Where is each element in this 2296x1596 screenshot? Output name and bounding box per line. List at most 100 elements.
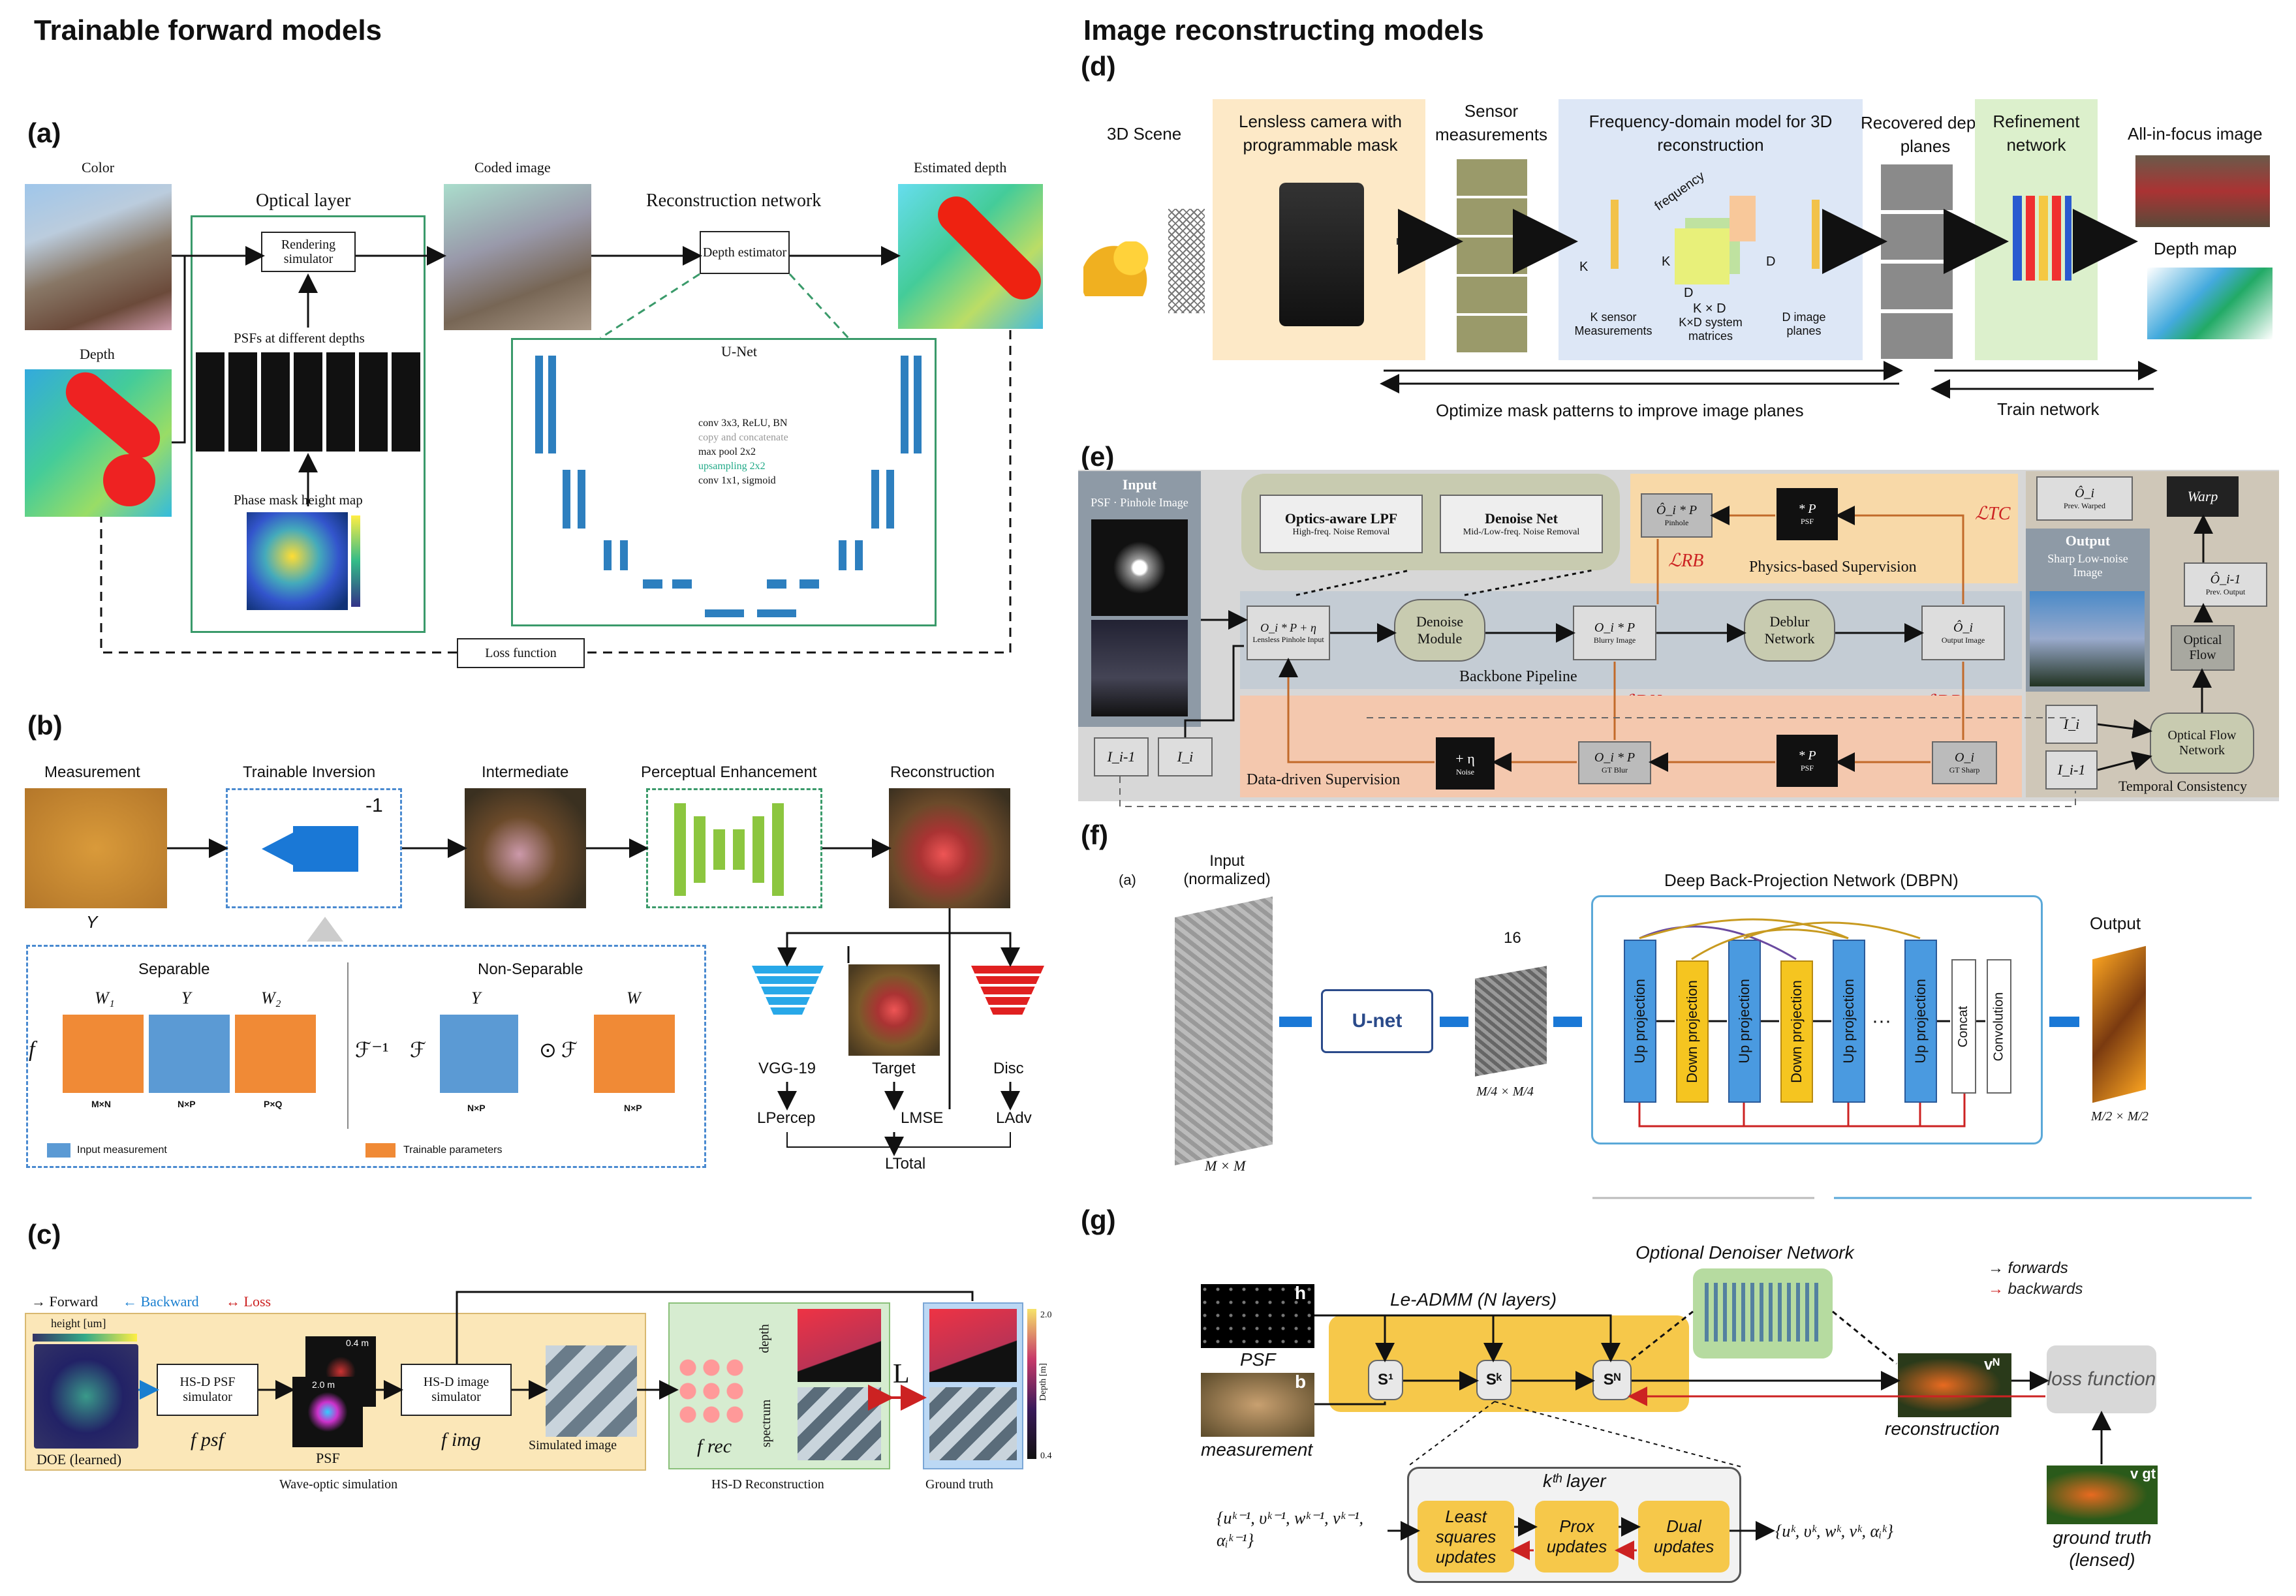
legend-blue-swatch: [47, 1143, 70, 1158]
unet-legend-3: max pool 2x2: [698, 446, 756, 457]
freq-model-label: Frequency-domain model for 3D reconstruc…: [1589, 112, 1833, 155]
panel-d-label: (d): [1081, 51, 1116, 82]
inversion-detail-box: [26, 945, 706, 1168]
recon-net-nodes: [676, 1356, 748, 1428]
dbpn-block-5: Up projection: [1833, 940, 1865, 1103]
backbone-label: Backbone Pipeline: [1459, 668, 1577, 685]
noise-box: + η Noise: [1436, 737, 1495, 790]
disc-icon: [971, 966, 1044, 1015]
dbpn-block-3: Up projection: [1728, 940, 1761, 1103]
dbpn-frame: [1591, 895, 2043, 1144]
reconstruction-label: Reconstruction: [890, 763, 995, 781]
d-image-label: D image planes: [1782, 311, 1826, 337]
unet-bar: [643, 579, 662, 589]
trainable-inversion-label: Trainable Inversion: [243, 763, 376, 781]
prev-output-box: Ô_i-1 Prev. Output: [2184, 562, 2267, 607]
optics-lpf-box: Optics-aware LPF High-freq. Noise Remova…: [1260, 495, 1423, 553]
mesh-icon: [1168, 209, 1205, 313]
ii1-box: I_i-1: [2045, 750, 2098, 790]
f-input-image: [1175, 897, 1273, 1165]
optical-layer-title: Optical layer: [256, 191, 351, 211]
denoise-module-box: Denoise Module: [1394, 599, 1485, 662]
panel-a-label: (a): [27, 117, 61, 148]
forwards-legend: → forwards: [1988, 1259, 2068, 1277]
unet-bar: [871, 470, 879, 529]
psf-image-2: [292, 1377, 363, 1447]
unet-bar: [563, 470, 570, 529]
non-separable-label: Non-Separable: [478, 960, 583, 978]
unet-title: U-Net: [721, 343, 757, 360]
vgt-label: v gt: [2130, 1466, 2156, 1482]
panel-c-label: (c): [27, 1219, 61, 1250]
inverse-superscript: -1: [365, 795, 383, 816]
ground-truth-image-g: [2047, 1466, 2158, 1524]
allfocus-label: All-in-focus image: [2128, 124, 2263, 144]
physics-supervision-label: Physics-based Supervision: [1749, 559, 1917, 575]
dbpn-block-4: Down projection: [1780, 960, 1813, 1103]
color-label: Color: [82, 159, 115, 176]
height-colorbar: [33, 1334, 137, 1342]
unet-bar: [672, 579, 692, 589]
f-m4-label: M/4 × M/4: [1476, 1084, 1534, 1099]
output-image-box: Ô_i Output Image: [1921, 606, 2005, 660]
y-block-label: Y: [181, 989, 191, 1007]
camera-lens-icon: [262, 833, 293, 865]
unet-bar: [620, 540, 628, 570]
disc-label: Disc: [993, 1060, 1024, 1077]
psf-label-g: PSF: [1240, 1349, 1276, 1370]
measurement-label: Measurement: [44, 763, 140, 781]
unet-bar: [604, 540, 612, 570]
f-16-label: 16: [1504, 929, 1521, 947]
panel-b-label: (b): [27, 710, 63, 741]
deblur-network-box: Deblur Network: [1744, 599, 1835, 662]
backwards-legend: → backwards: [1988, 1280, 2083, 1298]
rendering-simulator-box: Rendering simulator: [261, 232, 356, 272]
recovered-planes: [1881, 164, 1953, 360]
f-output-label: Output: [2090, 913, 2141, 933]
lensless-input-box: O_i * P + η Lensless Pinhole Input: [1247, 606, 1330, 660]
frec-label: f rec: [697, 1435, 732, 1457]
loss-total: LTotal: [885, 1155, 926, 1173]
separable-label: Separable: [138, 960, 210, 978]
freq-block-out: [1812, 200, 1820, 269]
estimated-depth-label: Estimated depth: [914, 159, 1007, 176]
y-label: Y: [86, 912, 98, 932]
gt-sharp-box: O_i GT Sharp: [1932, 741, 1997, 784]
convolution-block: Convolution: [1987, 959, 2011, 1094]
sensor-measurements: [1457, 159, 1527, 355]
legend-loss: ↔ Loss: [226, 1293, 271, 1310]
panel-g-label: (g): [1081, 1205, 1116, 1235]
simulated-image-label: Simulated image: [529, 1438, 617, 1452]
loss-percep: LPercep: [757, 1109, 816, 1127]
target-image: [848, 964, 940, 1056]
psf-depth-1: 0.4 m: [346, 1338, 369, 1348]
scene-label: 3D Scene: [1107, 124, 1182, 144]
fcal-symbol-2: ℱ: [561, 1038, 578, 1062]
f-output-image: [2092, 945, 2146, 1103]
panel-f-label: (f): [1081, 820, 1108, 850]
unet-legend-4: upsampling 2x2: [698, 461, 766, 472]
fimg-label: f img: [441, 1429, 481, 1450]
vgg-label: VGG-19: [758, 1060, 816, 1077]
detail-pointer: [307, 917, 343, 942]
vn-label: vᴺ: [1984, 1356, 2000, 1373]
s1-node: S¹: [1368, 1360, 1403, 1400]
refinement-label: Refinement network: [1993, 112, 2080, 155]
gt-blur-box: O_i * P GT Blur: [1578, 741, 1651, 784]
reconstruction-label-g: reconstruction: [1885, 1419, 2000, 1439]
phase-mask-colorbar: [351, 515, 360, 607]
recovered-label: Recovered depth planes: [1860, 113, 1991, 156]
f-mxm-label: M × M: [1205, 1158, 1246, 1174]
unet-legend-5: conv 1x1, sigmoid: [698, 475, 776, 486]
unet-bar: [839, 540, 846, 570]
depth-map-label: Depth map: [2154, 239, 2237, 258]
pxq-label: P×Q: [264, 1099, 283, 1109]
prev-warped-box: Ô_i Prev. Warped: [2036, 476, 2133, 521]
k-label-1: K: [1579, 260, 1589, 274]
psf-h-label: h: [1295, 1283, 1307, 1303]
w2-label: W₂: [261, 989, 281, 1007]
unet-bar: [855, 540, 863, 570]
finv-symbol: ℱ⁻¹: [355, 1038, 389, 1062]
freq-block-k: [1611, 200, 1619, 269]
temporal-label: Temporal Consistency: [2118, 778, 2248, 794]
